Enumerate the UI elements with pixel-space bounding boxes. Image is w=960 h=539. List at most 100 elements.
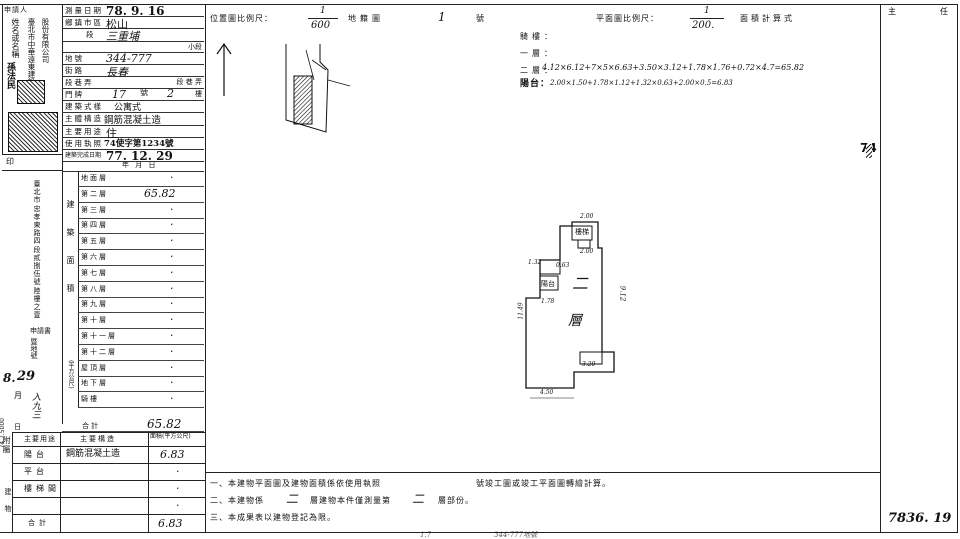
attached-row-value: · <box>176 465 180 478</box>
district-value: 松山 <box>106 18 128 31</box>
attached-row-struct: 鋼筋混凝土造 <box>66 449 121 459</box>
house-number: 17 <box>112 88 126 101</box>
completion-unit-row: 年 月 日 <box>62 161 204 172</box>
dim-inner3: 1.32 <box>528 259 542 266</box>
side-date-month: 月 <box>14 391 22 400</box>
floor-label: 地下層 <box>81 379 108 388</box>
note-3: 三、本成果表以建物登記為限。 <box>210 513 336 522</box>
main-use: 住 <box>106 127 117 140</box>
plan-scale-label: 平面圖比例尺： <box>596 14 659 23</box>
calc-formula-balcony: 2.00×1.50+1.78×1.12+1.32×0.63+2.00×0.5=6… <box>550 79 733 87</box>
floor-label: 騎樓 <box>81 395 99 404</box>
location-sketch <box>285 44 351 133</box>
floor-value: · <box>170 218 174 232</box>
location-scale-den: 600 <box>311 20 331 31</box>
attached-header: 附屬 <box>2 436 11 454</box>
side-date-year: 8. <box>3 371 16 385</box>
north-arrow-icon <box>216 42 232 96</box>
main-use-row: 主要用途 住 <box>62 125 204 140</box>
lot-number: 344-777 <box>106 52 152 65</box>
structure-value: 鋼筋混凝土造 <box>104 115 162 126</box>
section-row: 段 三重埔 <box>62 28 204 43</box>
attached-struct-label: 主要構造 <box>80 435 116 443</box>
floor-total-value: 65.82 <box>147 417 182 431</box>
registration-form: 申請人 姓名或名稱 臺北市中華遠東建設 股份有限公司 孫法民 印 測量日期 78… <box>0 0 206 537</box>
lane-row: 段巷弄 段 巷 弄 <box>62 76 204 89</box>
location-scale-num: 1 <box>320 6 326 16</box>
land-label: 暨地號 <box>30 338 38 359</box>
floor-label: 第五層 <box>81 237 108 246</box>
attached-total-label: 合計 <box>28 519 50 527</box>
note-2-floors: 二 <box>286 492 299 506</box>
floor-row: 第八層· <box>78 282 204 298</box>
attached-side-label: 建物 <box>4 488 12 522</box>
floor-value: · <box>170 360 174 374</box>
floor-value: · <box>170 202 174 216</box>
margin-stamp <box>866 144 872 158</box>
applicant-header: 申請人 <box>4 6 28 14</box>
bottom-seal: 1.7 <box>420 531 432 539</box>
floor-row: 騎樓 · <box>78 392 204 409</box>
floor-value: · <box>170 281 174 295</box>
permit-number: 74使字第1234號 <box>104 139 174 149</box>
floor-value: · <box>170 265 174 279</box>
floor-label: 地面層 <box>81 174 108 182</box>
floor-row: 地面層 · <box>78 171 204 187</box>
attached-row-value: · <box>176 482 180 495</box>
building-type: 公寓式 <box>114 103 142 113</box>
floor-row: 第十層· <box>78 313 204 330</box>
calc-formula-second: 4.12×6.12+7×5×6.63+3.50×3.12+1.78×1.76+0… <box>542 63 805 72</box>
attached-row-label: 陽台 <box>24 450 48 459</box>
section-value: 三重埔 <box>106 30 139 43</box>
floor-value: · <box>170 250 174 263</box>
calc-label-balcony: 陽台： <box>520 79 551 89</box>
floor-row: 第五層 · <box>78 234 204 251</box>
dim-inner4: 0.63 <box>556 262 570 269</box>
company-seal-stamp <box>17 80 45 104</box>
note-1-tail: 號竣工圖或竣工平面圖轉繪計算。 <box>476 479 611 488</box>
dim-inner5: 3.20 <box>582 361 596 368</box>
floor-unit-label: (平方公尺) <box>67 360 74 389</box>
dim-top: 2.00 <box>580 213 594 220</box>
address-vertical-text: 臺北市忠孝東路四段貳捌伍號陸樓之壹 <box>33 180 41 320</box>
bottom-lot-ref: 344-777地號 <box>494 531 538 539</box>
floor-row: 第四層· <box>78 218 204 235</box>
sheet-suffix: 號 <box>476 14 485 23</box>
floor-label: 第十一層 <box>81 332 117 340</box>
plan-scale-den: 200. <box>692 20 715 31</box>
floor-value: · <box>170 171 174 184</box>
area-calc-label: 面積計算式 <box>740 14 795 23</box>
building-type-row: 建築式樣 公寓式 <box>62 100 204 113</box>
plan-floor-tag: 二 <box>572 274 589 293</box>
calc-label-arcade: 騎樓： <box>520 32 556 41</box>
floor-total-row: 合計 65.82 <box>62 417 204 432</box>
floor-value: · <box>170 329 174 342</box>
floor-label: 第三層 <box>81 205 108 214</box>
floor-value: · <box>170 234 174 248</box>
side-date-day: 29 <box>17 369 36 384</box>
road-value: 長春 <box>106 66 128 79</box>
floor-value: 65.82 <box>144 186 176 200</box>
dim-bottom: 4.50 <box>540 389 554 396</box>
floor-plan-drawing <box>525 221 615 399</box>
floor-label: 第十層 <box>81 316 108 325</box>
attached-row-value: · <box>176 499 180 512</box>
floor-row: 第六層· <box>78 250 204 266</box>
floor-value: · <box>170 297 174 311</box>
rep-seal-stamp <box>8 112 58 152</box>
plan-stair-tag: 樓梯 <box>575 228 589 236</box>
location-scale-label: 位置圖比例尺： <box>210 14 273 23</box>
floor-label: 第二層 <box>81 189 108 198</box>
completion-row: 建築完成日期 77. 12. 29 <box>62 149 204 163</box>
subsection-row: 小段 <box>62 41 204 53</box>
dim-inner1: 1.78 <box>541 298 555 305</box>
supervisor-label: 主 <box>888 7 897 16</box>
lot-row: 地號 344-777 <box>62 52 204 65</box>
company-name-suffix: 股份有限公司 <box>41 18 50 63</box>
plan-scale-num: 1 <box>704 6 710 16</box>
survey-date: 78. 9. 16 <box>106 4 165 18</box>
floor-value: · <box>170 392 174 406</box>
attached-use-label: 主要用途 <box>24 435 56 443</box>
district-row: 鄉鎮市區 松山 <box>62 16 204 31</box>
attached-row-label: 樓梯間 <box>24 484 60 493</box>
